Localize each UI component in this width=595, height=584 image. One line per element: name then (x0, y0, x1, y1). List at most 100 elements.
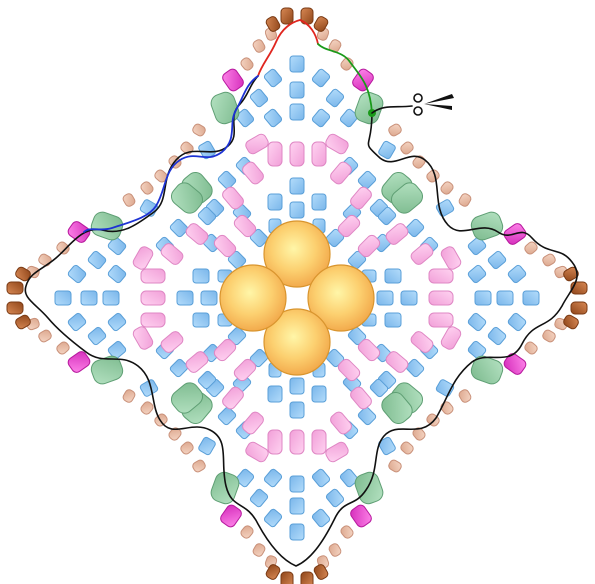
blue-cube-bead (523, 291, 539, 305)
blue-cube-bead (401, 291, 417, 305)
brown-tip-bead (7, 282, 23, 294)
pink-bead (290, 430, 304, 454)
blue-cube-bead (263, 108, 283, 128)
blue-cube-bead (290, 178, 304, 194)
pink-bead (429, 291, 453, 305)
pink-bead (131, 325, 154, 351)
blue-cube-bead (467, 312, 487, 332)
blue-cube-bead (290, 378, 304, 394)
blue-cube-bead (263, 508, 283, 528)
magenta-bead (221, 67, 246, 93)
blue-cube-bead (385, 313, 401, 327)
blue-cube-bead (87, 326, 107, 346)
pink-bead (290, 142, 304, 166)
blue-cube-bead (103, 291, 119, 305)
green-drop-bead (469, 354, 505, 387)
pearl-bead (220, 265, 286, 331)
blue-cube-bead (290, 56, 304, 72)
blue-cube-bead (378, 140, 397, 159)
blue-cube-bead (311, 108, 331, 128)
magenta-bead (502, 352, 528, 377)
tan-seed-bead (439, 180, 454, 196)
blue-cube-bead (497, 291, 513, 305)
blue-cube-bead (193, 313, 209, 327)
pink-bead (312, 142, 326, 166)
blue-cube-bead (405, 218, 425, 238)
pink-bead (131, 245, 154, 271)
blue-cube-bead (487, 326, 507, 346)
blue-cube-bead (249, 488, 269, 508)
blue-cube-bead (325, 488, 345, 508)
tan-seed-bead (239, 524, 254, 540)
blue-cube-bead (268, 194, 282, 210)
blue-cube-bead (139, 199, 158, 218)
blue-cube-bead (263, 68, 283, 88)
blue-cube-bead (290, 524, 304, 540)
scissors-handle (414, 107, 422, 115)
scissors-handle (414, 94, 422, 102)
blue-cube-bead (87, 250, 107, 270)
tan-seed-bead (387, 459, 402, 474)
tool-layer (414, 94, 454, 115)
blue-cube-bead (107, 264, 127, 284)
blue-cube-bead (377, 291, 393, 305)
tan-seed-bead (37, 329, 52, 344)
tan-seed-bead (541, 253, 556, 268)
blue-cube-bead (263, 468, 283, 488)
tan-seed-bead (458, 192, 473, 207)
tan-seed-bead (55, 340, 71, 355)
tan-seed-bead (458, 388, 473, 403)
thread-path-red (258, 20, 318, 76)
tan-seed-bead (37, 253, 52, 268)
blue-cube-bead (169, 358, 189, 378)
blue-cube-bead (487, 250, 507, 270)
blue-cube-bead (507, 312, 527, 332)
brown-tip-bead (7, 302, 23, 314)
blue-cube-bead (55, 291, 71, 305)
blue-cube-bead (290, 402, 304, 418)
pink-bead (141, 313, 165, 327)
pink-bead (429, 269, 453, 283)
scissors-blade (424, 94, 454, 104)
blue-cube-bead (169, 218, 189, 238)
blue-cube-bead (249, 88, 269, 108)
blue-cube-bead (507, 264, 527, 284)
blue-cube-bead (357, 406, 377, 426)
blue-cube-bead (217, 406, 237, 426)
tan-seed-bead (122, 192, 137, 207)
tan-seed-bead (252, 38, 267, 53)
pink-bead (141, 269, 165, 283)
pink-bead (244, 440, 270, 463)
blue-cube-bead (193, 269, 209, 283)
pink-bead (324, 440, 350, 463)
brown-tip-bead (281, 8, 293, 24)
magenta-bead (219, 503, 244, 529)
tan-seed-bead (541, 329, 556, 344)
blue-cube-bead (177, 291, 193, 305)
pink-bead (429, 313, 453, 327)
blue-cube-bead (217, 170, 237, 190)
blue-cube-bead (311, 68, 331, 88)
bead-layer (7, 8, 587, 584)
tan-seed-bead (239, 56, 254, 72)
blue-cube-bead (312, 386, 326, 402)
blue-cube-bead (385, 269, 401, 283)
magenta-bead (349, 503, 374, 529)
blue-cube-bead (311, 508, 331, 528)
blue-cube-bead (81, 291, 97, 305)
tan-seed-bead (339, 524, 354, 540)
tan-seed-bead (153, 412, 169, 427)
blue-cube-bead (290, 82, 304, 98)
blue-cube-bead (405, 358, 425, 378)
green-drop-bead (469, 210, 505, 243)
blue-cube-bead (290, 498, 304, 514)
blue-cube-bead (357, 170, 377, 190)
tan-seed-bead (55, 240, 71, 255)
blue-cube-bead (311, 468, 331, 488)
tan-seed-bead (191, 459, 206, 474)
blue-cube-bead (201, 291, 217, 305)
blue-cube-bead (107, 312, 127, 332)
brown-tip-bead (571, 302, 587, 314)
blue-cube-bead (290, 202, 304, 218)
